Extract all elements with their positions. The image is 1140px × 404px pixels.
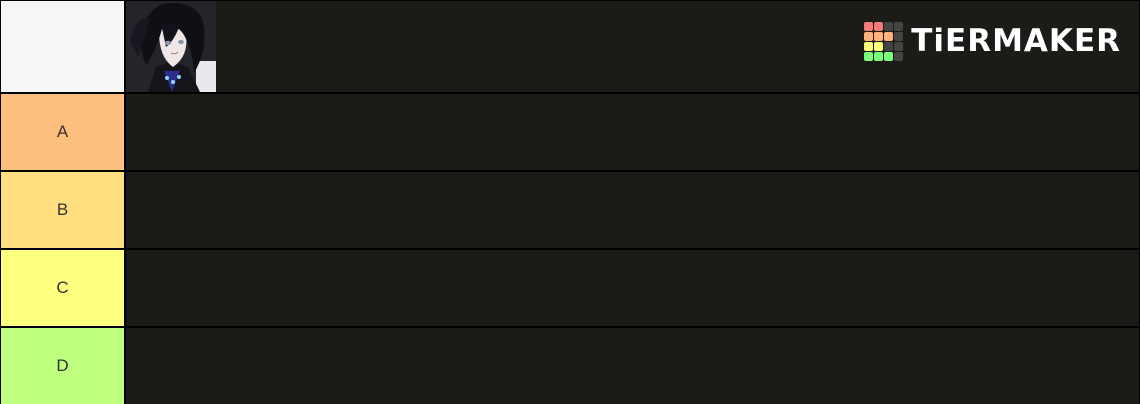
tiermaker-logo-grid-icon [864, 21, 904, 61]
tier-label-c[interactable]: C [1, 250, 124, 326]
tier-items-unranked[interactable] [126, 1, 1139, 92]
tier-row-b: B [0, 172, 1140, 248]
logo-square [874, 21, 884, 31]
logo-square [884, 41, 894, 51]
character-card[interactable] [126, 1, 216, 92]
logo-square [864, 51, 874, 61]
tier-row-unranked: TiERMAKER [0, 0, 1140, 92]
logo-square [884, 51, 894, 61]
tier-label-b[interactable]: B [1, 172, 124, 248]
logo-square [894, 51, 904, 61]
tier-label-unranked[interactable] [1, 1, 124, 92]
tier-label-a[interactable]: A [1, 94, 124, 170]
logo-square [874, 51, 884, 61]
tier-items-a[interactable] [126, 94, 1139, 170]
tier-label-d[interactable]: D [1, 328, 124, 404]
logo-square [884, 31, 894, 41]
tier-items-b[interactable] [126, 172, 1139, 248]
logo-square [864, 21, 874, 31]
logo-square [894, 41, 904, 51]
tier-items-c[interactable] [126, 250, 1139, 326]
tier-row-a: A [0, 94, 1140, 170]
logo-square [894, 21, 904, 31]
character-portrait-image [126, 1, 216, 92]
tier-row-d: D [0, 328, 1140, 404]
logo-square [894, 31, 904, 41]
logo-square [884, 21, 894, 31]
tier-items-d[interactable] [126, 328, 1139, 404]
logo-square [874, 31, 884, 41]
logo-square [864, 41, 874, 51]
logo-square [864, 31, 874, 41]
tiermaker-logo-text: TiERMAKER [911, 23, 1121, 59]
logo-square [874, 41, 884, 51]
tier-row-c: C [0, 250, 1140, 326]
tiermaker-logo[interactable]: TiERMAKER [864, 20, 1121, 62]
